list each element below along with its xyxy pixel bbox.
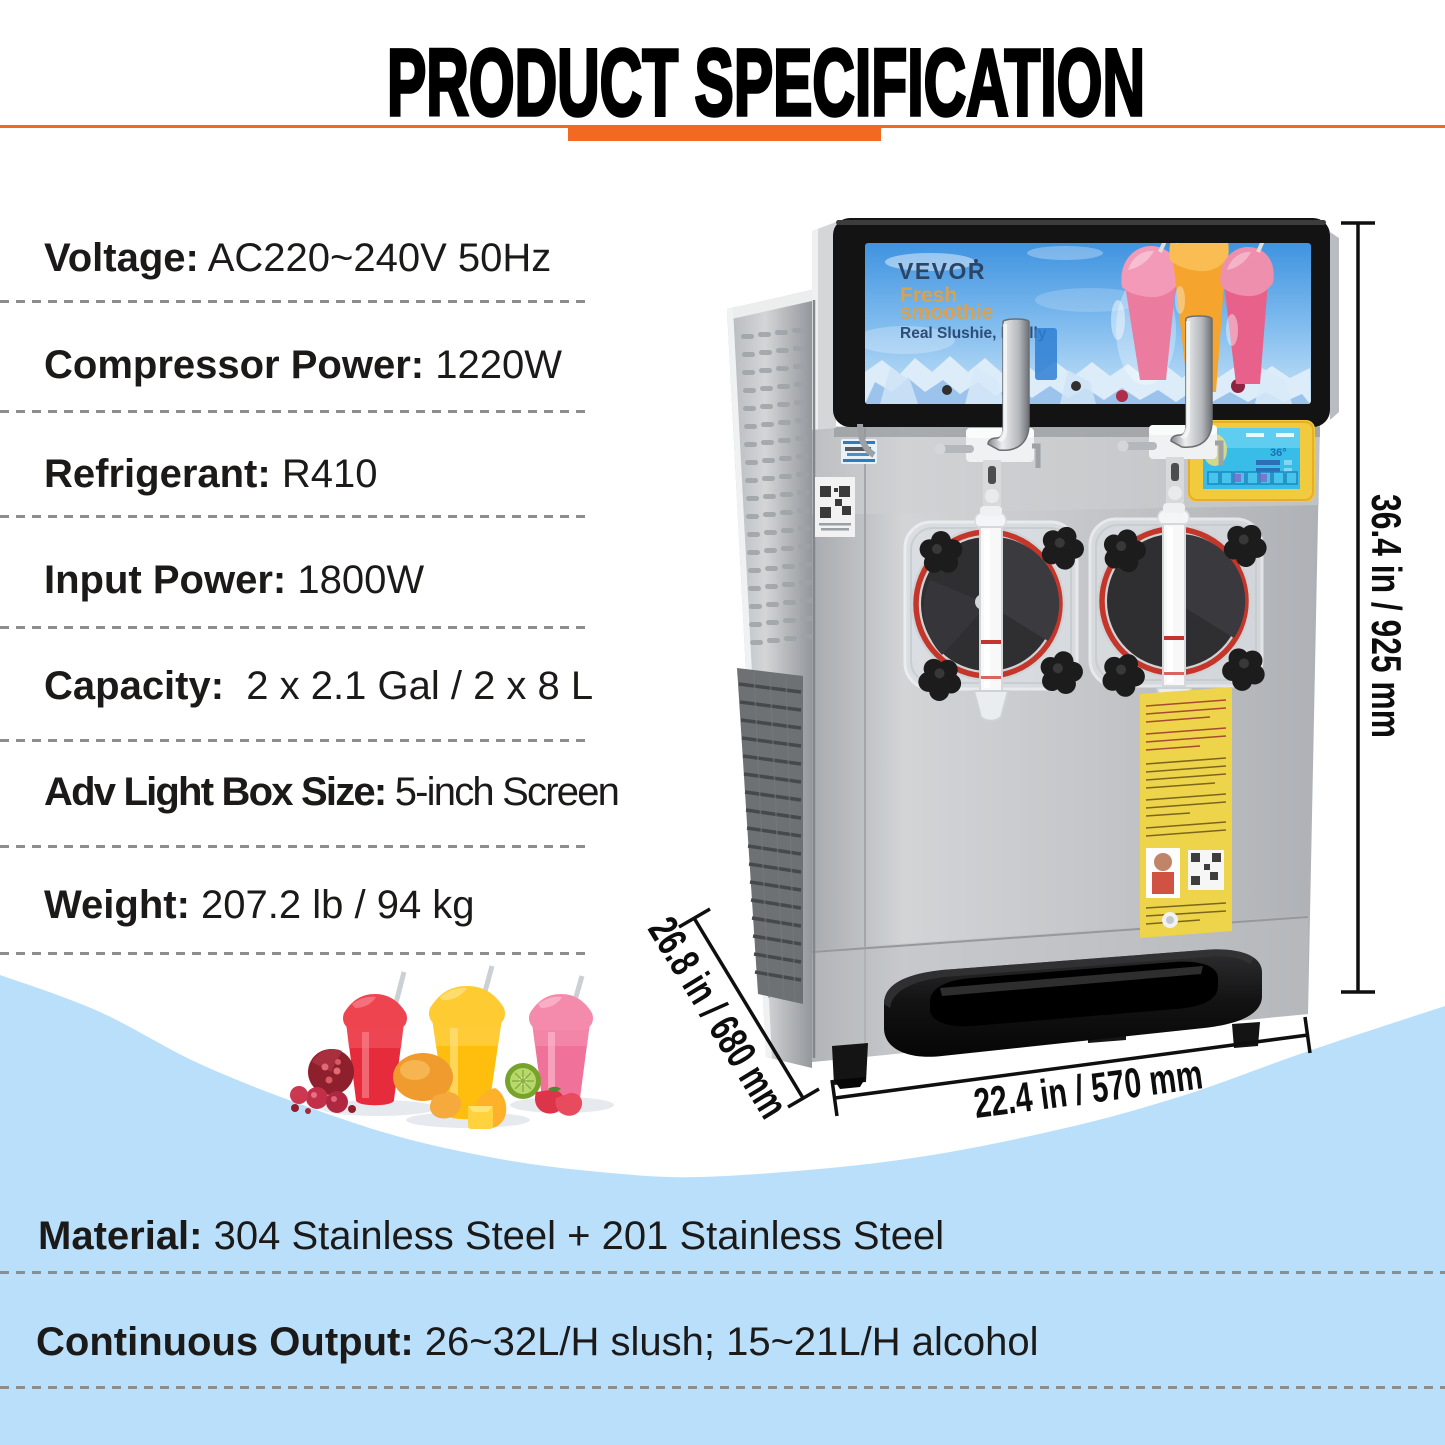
svg-text:36.4 in / 925 mm: 36.4 in / 925 mm [1363, 494, 1410, 738]
svg-text:22.4 in / 570 mm: 22.4 in / 570 mm [971, 1050, 1205, 1127]
svg-text:smoothie: smoothie [900, 301, 993, 324]
svg-text:36°: 36° [1270, 447, 1287, 459]
svg-text:PRODUCT SPECIFICATION: PRODUCT SPECIFICATION [387, 30, 1145, 136]
svg-text:Fresh: Fresh [900, 284, 957, 307]
svg-text:VEVOR: VEVOR [898, 258, 986, 284]
